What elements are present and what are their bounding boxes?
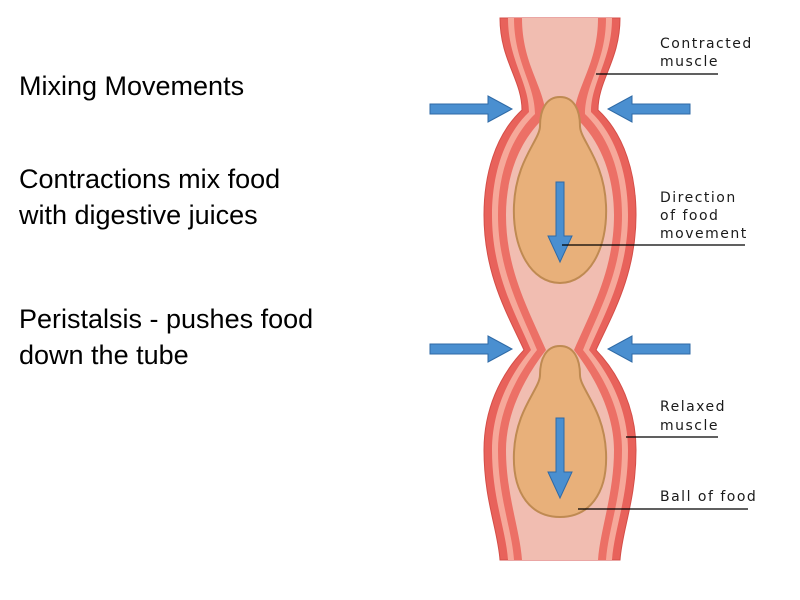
label-direction-line1: Direction xyxy=(660,190,737,206)
bullet-peristalsis: Peristalsis - pushes food down the tube xyxy=(19,301,313,373)
label-direction-line2: of food xyxy=(660,208,719,224)
bullet-peristalsis-line1: Peristalsis - pushes food xyxy=(19,304,314,334)
slide-title: Mixing Movements xyxy=(19,71,245,101)
label-contracted-muscle: Contracted muscle xyxy=(660,36,759,70)
label-direction-line3: movement xyxy=(660,226,748,242)
direction-arrow-lower-icon xyxy=(547,417,573,500)
bullet-mixing-line2: with digestive juices xyxy=(19,200,258,230)
squeeze-arrow-right-lower-icon xyxy=(606,335,691,363)
label-ball-line1: Ball of food xyxy=(660,489,757,505)
squeeze-arrow-left-lower-icon xyxy=(429,335,514,363)
label-contracted-line2: muscle xyxy=(660,54,719,70)
bullet-mixing: Contractions mix food with digestive jui… xyxy=(19,161,280,233)
bullet-peristalsis-line2: down the tube xyxy=(19,340,189,370)
label-relaxed-line2: muscle xyxy=(660,418,719,434)
label-relaxed-muscle: Relaxed muscle xyxy=(660,399,732,434)
bullet-mixing-line1: Contractions mix food xyxy=(19,164,281,194)
direction-arrow-upper-icon xyxy=(547,181,573,264)
label-relaxed-line1: Relaxed xyxy=(660,399,726,415)
label-direction-of-food: Direction of food movement xyxy=(660,190,748,242)
label-contracted-line1: Contracted xyxy=(660,36,753,52)
squeeze-arrow-right-upper-icon xyxy=(606,95,691,123)
label-ball-of-food: Ball of food xyxy=(660,489,757,505)
squeeze-arrow-left-upper-icon xyxy=(429,95,514,123)
